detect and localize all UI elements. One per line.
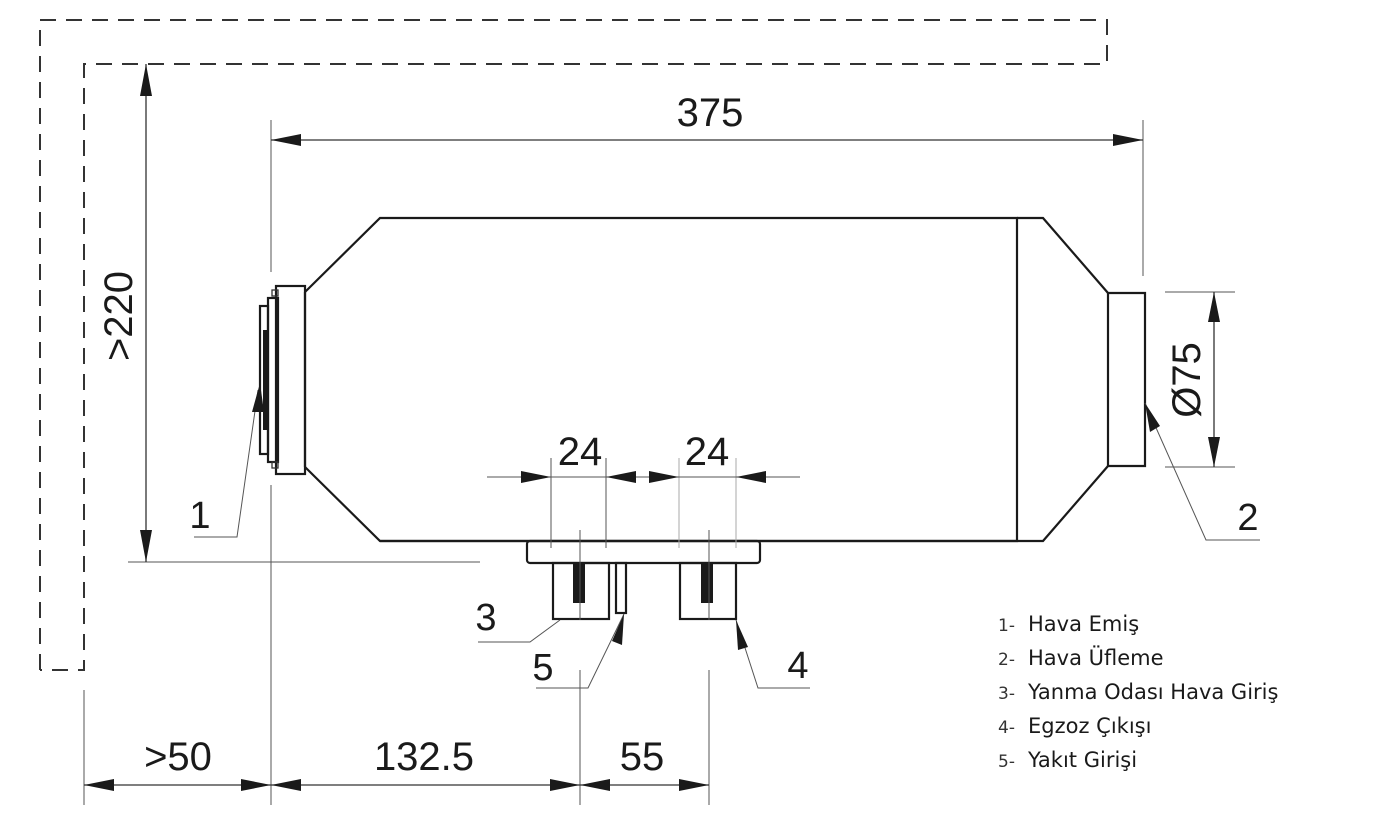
dim-outlet-diameter-label: Ø75	[1165, 342, 1209, 418]
legend-label: Hava Emiş	[1028, 612, 1140, 636]
legend-label: Yanma Odası Hava Giriş	[1028, 680, 1279, 704]
legend-item: 4-Egzoz Çıkışı	[998, 714, 1152, 738]
extension-lines	[83, 120, 1235, 805]
dimension-port-widths: 24 24	[487, 430, 800, 483]
dimension-bottom-chain: >50 132.5 55	[84, 735, 709, 791]
heater-body	[303, 216, 1147, 543]
legend: 1-Hava Emiş 2-Hava Üfleme 3-Yanma Odası …	[998, 608, 1278, 778]
mounting-plate	[380, 539, 1017, 621]
callout-5: 5	[532, 613, 625, 689]
callout-2: 2	[1144, 402, 1260, 541]
clearance-boundary	[39, 19, 1108, 671]
svg-text:3: 3	[475, 597, 496, 639]
dimension-top-clearance: >220	[97, 64, 152, 562]
legend-item: 2-Hava Üfleme	[998, 646, 1164, 670]
callout-1: 1	[189, 383, 264, 538]
legend-item: 5-Yakıt Girişi	[998, 748, 1138, 772]
dim-port-width-left-label: 24	[558, 430, 603, 474]
svg-text:2: 2	[1237, 497, 1258, 539]
svg-text:4: 4	[787, 645, 808, 687]
air-intake-flange	[258, 284, 307, 476]
legend-label: Yakıt Girişi	[1028, 748, 1138, 772]
dimension-outlet-diameter: Ø75	[1165, 292, 1220, 467]
svg-text:1: 1	[189, 495, 210, 537]
legend-item: 1-Hava Emiş	[998, 612, 1140, 636]
legend-label: Egzoz Çıkışı	[1028, 714, 1152, 738]
callout-4: 4	[735, 619, 810, 689]
dim-port-width-right-label: 24	[685, 430, 730, 474]
legend-item: 3-Yanma Odası Hava Giriş	[998, 680, 1279, 704]
callout-3: 3	[475, 597, 561, 643]
dim-top-clearance-label: >220	[97, 271, 141, 361]
dim-overall-length-label: 375	[677, 91, 744, 135]
legend-label: Hava Üfleme	[1028, 646, 1164, 670]
dim-inlet-to-port3-label: 132.5	[374, 735, 474, 779]
svg-text:5: 5	[532, 647, 553, 689]
dim-left-clearance-label: >50	[144, 735, 212, 779]
dim-port3-to-port4-label: 55	[620, 735, 665, 779]
port-5-fuel	[614, 561, 628, 615]
dimension-overall-length: 375	[271, 91, 1143, 146]
